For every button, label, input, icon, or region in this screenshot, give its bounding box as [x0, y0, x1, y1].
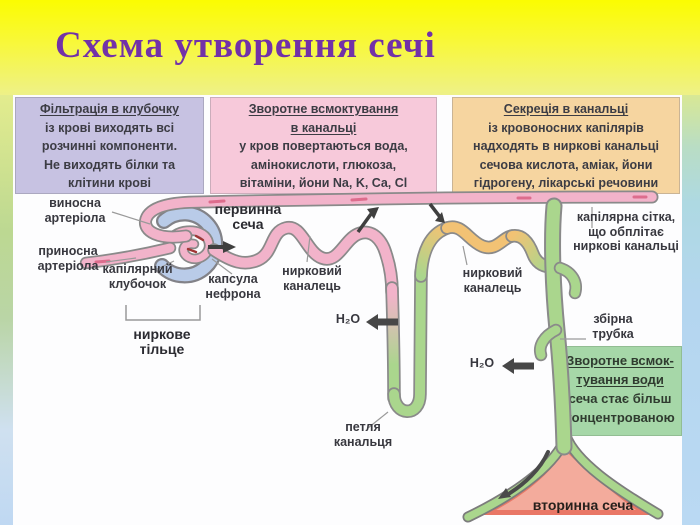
- info-box-water-reabsorption: Зворотне всмок- тування води сеча стає б…: [558, 346, 682, 436]
- loop-descending-limb: [385, 281, 401, 405]
- secretion-line: із кровоносних капілярів: [488, 120, 644, 135]
- label-water-2: H₂O: [469, 356, 495, 370]
- distal-tubule: [440, 220, 557, 274]
- right-border-strip: [682, 95, 700, 525]
- label-renal-tubule-2: нирковий каналець: [462, 266, 523, 295]
- label-secondary-urine: вторинна сеча: [532, 497, 634, 513]
- label-renal-corpuscle: ниркове тільце: [133, 326, 191, 357]
- page-title: Схема утворення сечі: [55, 25, 436, 66]
- label-capillary-glomerulus: капілярний клубочок: [102, 262, 173, 291]
- water-reabsorption-line: сеча стає більш: [568, 391, 672, 406]
- secretion-title: Секреція в канальці: [503, 102, 629, 116]
- water-reabsorption-title: Зворотне всмок-: [566, 353, 674, 368]
- label-primary-urine: первинна сеча: [214, 201, 282, 232]
- label-lines: [105, 207, 593, 429]
- proximal-tubule: [207, 221, 399, 299]
- label-afferent-arteriole: приносна артеріола: [37, 244, 99, 273]
- loop-ascending-limb: [387, 221, 454, 418]
- label-renal-tubule-1: нирковий каналець: [282, 264, 342, 293]
- reabsorption-line: вітаміни, йони Na, K, Ca, Cl: [239, 176, 408, 190]
- label-water-1: H₂O: [335, 312, 361, 326]
- label-collecting-duct: збірна трубка: [592, 312, 634, 341]
- water-arrow-1: [366, 314, 398, 330]
- filtration-line: клітини крові: [67, 176, 152, 190]
- water-reabsorption-line: концентрованою: [565, 410, 675, 425]
- afferent-arteriole: [79, 241, 177, 270]
- left-border-strip: [0, 95, 13, 525]
- label-tubule-loop: петля канальця: [333, 420, 393, 449]
- info-box-filtration: Фільтрація в клубочку із крові виходять …: [15, 97, 204, 194]
- info-box-reabsorption: Зворотне всмоктування в канальці у кров …: [210, 97, 437, 194]
- secretion-line: надходять в ниркові канальці: [473, 139, 659, 153]
- reabsorption-line: у кров повертаються вода,: [239, 139, 408, 153]
- secretion-arrow: [428, 202, 445, 223]
- filtration-line: Не виходять білки та: [43, 157, 176, 172]
- label-nephron-capsule: капсула нефрона: [205, 272, 261, 301]
- collecting-duct: [534, 197, 582, 456]
- label-capillary-network: капілярна сітка, що обплітає ниркові кан…: [573, 210, 679, 253]
- peritubular-capillary: [139, 190, 659, 244]
- info-box-secretion: Секреція в канальці із кровоносних капіл…: [452, 97, 680, 194]
- secretion-line: гідрогену, лікарські речовини: [473, 176, 659, 190]
- filtration-arrow: [208, 241, 236, 253]
- filtration-title: Фільтрація в клубочку: [39, 102, 180, 116]
- reabsorption-arrow: [356, 207, 379, 234]
- reabsorption-title: Зворотне всмоктування: [248, 102, 399, 116]
- reabsorption-title: в канальці: [290, 120, 357, 135]
- label-efferent-arteriole: виносна артеріола: [44, 196, 106, 225]
- urine-flow-arrow: [498, 450, 550, 499]
- reabsorption-line: амінокислоти, глюкоза,: [250, 157, 397, 172]
- water-reabsorption-title: тування води: [576, 372, 664, 387]
- water-arrow-2: [502, 358, 534, 374]
- filtration-line: із крові виходять всі: [44, 120, 175, 135]
- secretion-line: сечова кислота, аміак, йони: [479, 157, 653, 172]
- slide-header: Схема утворення сечі: [0, 0, 700, 95]
- filtration-line: розчинні компоненти.: [41, 139, 178, 153]
